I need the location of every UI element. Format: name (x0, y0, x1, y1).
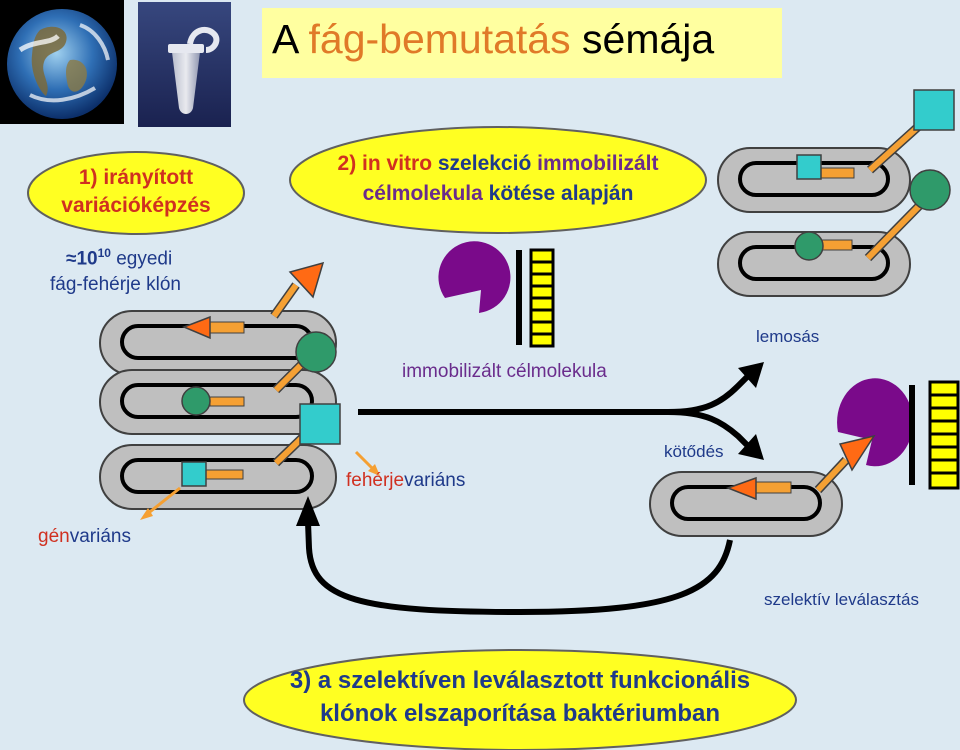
washed-phage-circle (717, 169, 951, 297)
protein-variant-label: fehérjevariáns (346, 470, 465, 492)
title-box (262, 8, 782, 78)
gene-variant-a: gén (38, 526, 70, 547)
step2-line1-a: 2) in vitro (337, 152, 433, 175)
tube-photo (138, 2, 231, 127)
clone-count-base: 10 (76, 248, 98, 270)
step2-oval (289, 126, 707, 234)
step2-line2-a: célmolekula (362, 182, 483, 205)
clone-count-line2: fág-fehérje klón (50, 274, 181, 295)
step1-line1: 1) irányított (78, 166, 194, 189)
displayed-square (272, 403, 341, 467)
clone-count-exponent: 10 (97, 246, 111, 260)
approx-symbol: ≈ (66, 248, 77, 270)
immobilized-target-label: immobilizált célmolekula (402, 361, 607, 382)
step3-oval (243, 649, 797, 750)
step3-line1: 3) a szelektíven leválasztott funkcionál… (289, 667, 751, 694)
step2-line1-c: immobilizált (537, 152, 659, 175)
washed-phage-square (717, 89, 955, 213)
gene-pointer-arrow (140, 486, 181, 520)
step1-line2: variációképzés (61, 194, 211, 217)
phage-square-variant (99, 444, 337, 510)
page-title: A fág-bemutatás sémája (272, 16, 715, 62)
selection-split-arrow (358, 362, 764, 460)
clone-count-line1: ≈1010 egyedi (66, 246, 172, 270)
step2-line1: 2) in vitro szelekció immobilizált (298, 152, 698, 176)
displayed-triangle (270, 261, 325, 319)
amplification-loop-arrow (296, 496, 733, 616)
gene-variant-b: variáns (69, 526, 131, 547)
binding-label: kötődés (664, 442, 724, 461)
step2-line2: célmolekula kötése alapján (298, 182, 698, 206)
selective-elution-label: szelektív leválasztás (764, 590, 919, 609)
step2-line2-b: kötése alapján (488, 182, 634, 205)
immobilized-target (438, 241, 555, 348)
protein-variant-a: fehérje (346, 470, 405, 491)
step1-oval (27, 151, 245, 235)
step3-line2: klónok elszaporítása baktériumban (319, 700, 721, 727)
wash-label: lemosás (756, 327, 820, 346)
bound-phage-triangle (649, 378, 960, 537)
protein-variant-b: variáns (404, 470, 466, 491)
displayed-circle (272, 331, 337, 394)
earth-photo (0, 0, 124, 124)
clone-count-rest: egyedi (116, 248, 173, 270)
step2-line1-b: szelekció (437, 152, 532, 175)
protein-pointer-arrow (354, 450, 380, 476)
gene-variant-label: génvariáns (38, 526, 131, 548)
